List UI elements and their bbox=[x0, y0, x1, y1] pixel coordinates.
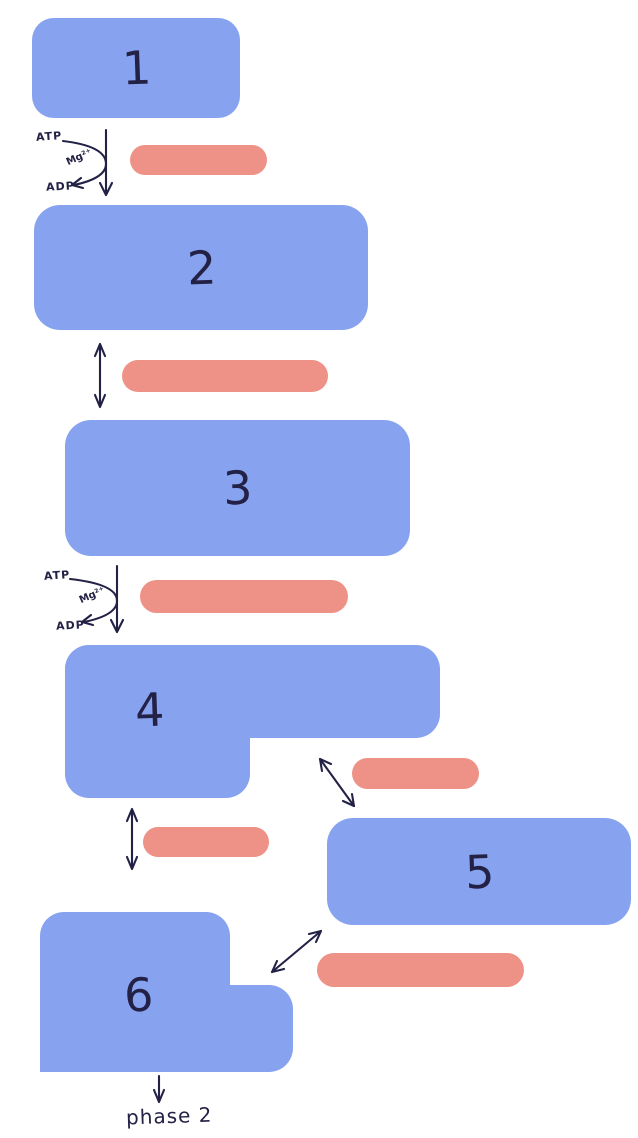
redaction-pill-2 bbox=[122, 360, 328, 392]
step-label: 1 bbox=[120, 40, 152, 96]
step-box-5: 5 bbox=[327, 818, 631, 925]
atp-label: ATP bbox=[43, 568, 71, 583]
step-box-1: 1 bbox=[32, 18, 240, 118]
down-arrow-icon bbox=[152, 1074, 166, 1104]
adp-label: ADP bbox=[45, 179, 76, 194]
double-headed-arrow-icon bbox=[93, 342, 107, 409]
redaction-pill-5 bbox=[143, 827, 269, 857]
step-box-4: 4 bbox=[65, 645, 440, 798]
step-box-6: 6 bbox=[40, 912, 293, 1072]
adp-label: ADP bbox=[55, 618, 86, 633]
step-label: 3 bbox=[222, 460, 253, 516]
step-label: 5 bbox=[463, 844, 495, 899]
redaction-pill-1 bbox=[130, 145, 267, 175]
mg-cofactor-label: Mg²⁺ bbox=[64, 147, 94, 169]
step-box-2: 2 bbox=[34, 205, 368, 330]
redaction-pill-6 bbox=[317, 953, 524, 987]
atp-label: ATP bbox=[35, 129, 63, 144]
redaction-pill-4 bbox=[352, 758, 479, 789]
step-label: 6 bbox=[123, 967, 154, 1023]
redaction-pill-3 bbox=[140, 580, 348, 613]
step-label: 2 bbox=[185, 240, 217, 295]
step-label: 4 bbox=[134, 682, 165, 738]
phase-2-label: phase 2 bbox=[125, 1102, 213, 1130]
reaction-arrow-down-icon bbox=[109, 564, 125, 634]
double-headed-arrow-icon bbox=[125, 807, 139, 871]
mg-cofactor-label: Mg²⁺ bbox=[77, 585, 107, 607]
step-box-4-left-part bbox=[65, 645, 250, 798]
reaction-arrow-down-icon bbox=[98, 128, 114, 197]
step-box-3: 3 bbox=[65, 420, 410, 556]
step-box-6-bottom-part bbox=[40, 985, 293, 1072]
